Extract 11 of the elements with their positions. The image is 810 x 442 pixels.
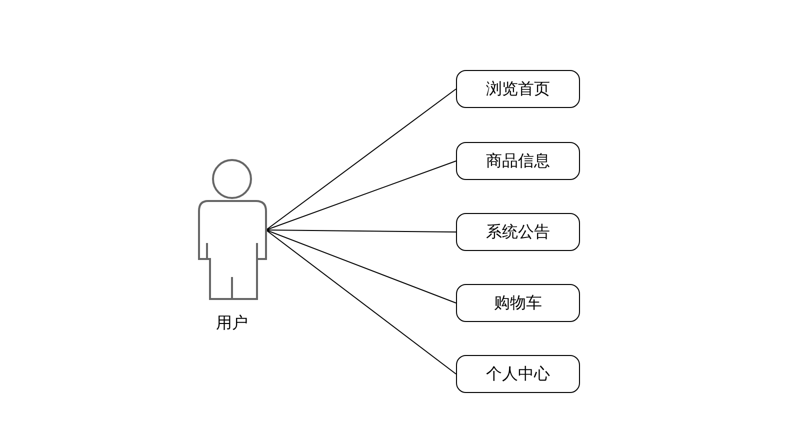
use-case-box: 个人中心 [456, 355, 580, 393]
use-case-box: 购物车 [456, 284, 580, 322]
use-case-box: 商品信息 [456, 142, 580, 180]
connector-line [266, 88, 456, 230]
connector-line [266, 160, 456, 230]
connector-line [266, 230, 456, 232]
connector-line [266, 230, 456, 304]
connector-line [266, 230, 456, 374]
use-case-box: 系统公告 [456, 213, 580, 251]
use-case-box: 浏览首页 [456, 70, 580, 108]
actor-label: 用户 [216, 313, 248, 334]
